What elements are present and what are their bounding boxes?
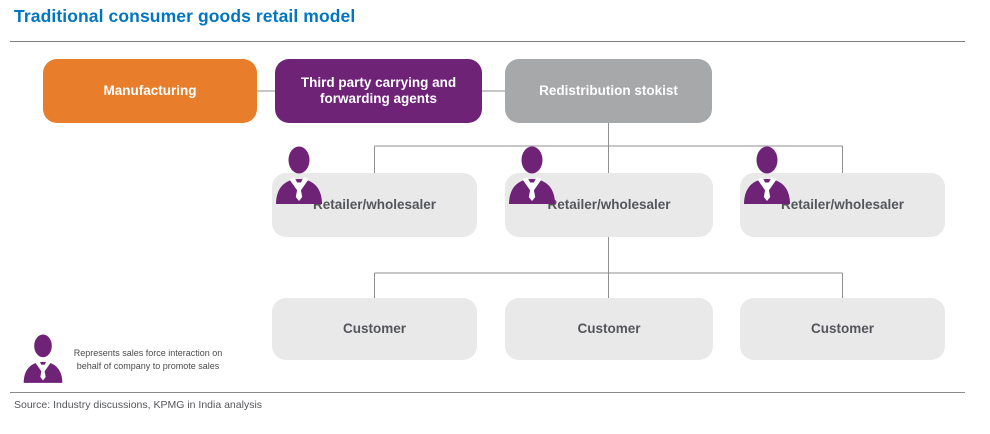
node-label: Retailer/wholesaler	[312, 197, 437, 212]
salesperson-icon	[23, 334, 63, 383]
node-third-party-agents: Third party carrying and forwarding agen…	[275, 59, 482, 123]
source-attribution: Source: Industry discussions, KPMG in In…	[14, 399, 263, 411]
legend-caption-line2: behalf of company to promote sales	[76, 360, 220, 371]
node-label: Customer	[577, 321, 641, 336]
salesperson-icon	[744, 146, 790, 204]
node-customer-1: Customer	[272, 298, 477, 360]
node-manufacturing: Manufacturing	[43, 59, 257, 123]
page-title: Traditional consumer goods retail model	[14, 6, 356, 26]
source-divider	[10, 392, 965, 393]
node-label: Customer	[342, 321, 406, 336]
node-customer-3: Customer	[740, 298, 945, 360]
salesperson-icon	[276, 146, 322, 204]
node-retailer-wholesaler-1: Retailer/wholesaler	[272, 173, 477, 237]
legend-caption: Represents sales force interaction on be…	[56, 347, 240, 372]
title-divider	[10, 41, 965, 42]
node-label: Customer	[810, 321, 874, 336]
node-label: Retailer/wholesaler	[547, 197, 671, 212]
salesperson-icon	[509, 146, 555, 204]
legend-caption-line1: Represents sales force interaction on	[73, 348, 223, 358]
node-label: Third party carrying and forwarding agen…	[300, 75, 457, 106]
node-label: Redistribution stokist	[539, 83, 678, 98]
node-redistribution-stokist: Redistribution stokist	[505, 59, 712, 123]
node-label: Manufacturing	[103, 83, 197, 98]
node-customer-2: Customer	[505, 298, 713, 360]
node-label: Retailer/wholesaler	[780, 197, 905, 212]
